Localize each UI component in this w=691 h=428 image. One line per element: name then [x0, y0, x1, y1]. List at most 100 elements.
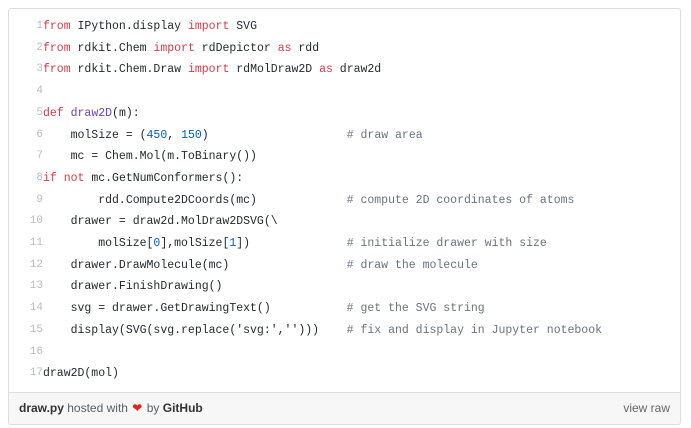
gist-footer: draw.py hosted with ❤ by GitHub view raw: [9, 391, 680, 424]
code-line: 14 svg = drawer.GetDrawingText() # get t…: [9, 298, 680, 320]
code-token: mc.GetNumConformers():: [84, 171, 244, 185]
code-comment: # compute 2D coordinates of atoms: [346, 193, 575, 207]
comment-spacer: [229, 259, 346, 272]
code-token: SVG: [229, 20, 257, 33]
line-number: 3: [36, 63, 43, 76]
code-line: 16: [9, 342, 680, 364]
github-link[interactable]: GitHub: [162, 401, 203, 416]
code-token: drawer.FinishDrawing(): [43, 280, 223, 294]
code-token: ,: [167, 128, 182, 142]
line-number: 13: [29, 280, 43, 293]
code-line: 10 drawer = draw2d.MolDraw2DSVG(\: [9, 211, 680, 233]
line-content[interactable]: molSize[0],molSize[1]) # initialize draw…: [43, 233, 680, 255]
line-number: 1: [36, 20, 43, 32]
code-token: import: [153, 41, 195, 55]
code-token: if: [43, 171, 57, 185]
line-content[interactable]: if not mc.GetNumConformers():: [43, 168, 680, 190]
line-content[interactable]: mc = Chem.Mol(m.ToBinary()): [43, 146, 680, 168]
line-content[interactable]: draw2D(mol): [43, 363, 680, 385]
code-token: molSize[: [43, 237, 154, 251]
hosted-with-label: hosted with: [67, 401, 128, 416]
line-content[interactable]: display(SVG(svg.replace('svg:',''))) # f…: [43, 320, 680, 342]
code-token: rdd.Compute2DCoords(mc): [43, 193, 257, 207]
view-raw-link[interactable]: view raw: [623, 401, 670, 416]
code-token: def: [43, 106, 64, 120]
code-token: not: [63, 171, 85, 185]
line-content[interactable]: rdd.Compute2DCoords(mc) # compute 2D coo…: [43, 190, 680, 212]
code-token: (m):: [112, 106, 140, 120]
line-number: 7: [36, 150, 43, 163]
code-token: rdkit.Chem.Draw: [70, 63, 188, 77]
code-comment: # draw area: [346, 128, 423, 142]
line-number: 4: [36, 85, 43, 98]
code-token: from: [43, 63, 71, 77]
code-token: drawer.DrawMolecule(mc): [43, 258, 230, 272]
code-token: draw2D: [70, 106, 113, 120]
code-line: 4: [9, 81, 680, 103]
code-token: 150: [181, 128, 202, 142]
line-number: 11: [29, 237, 43, 250]
code-token: molSize = (: [43, 128, 147, 142]
code-token: rdd: [291, 41, 320, 55]
code-token: rdMolDraw2D: [229, 63, 320, 77]
line-content[interactable]: from IPython.display import SVG: [43, 16, 680, 38]
line-content[interactable]: [43, 342, 680, 364]
line-number: 9: [36, 193, 43, 206]
code-token: draw2d: [332, 63, 382, 77]
code-line: 11 molSize[0],molSize[1]) # initialize d…: [9, 233, 680, 255]
comment-spacer: [257, 194, 347, 207]
gist-file-link[interactable]: draw.py: [19, 401, 64, 416]
line-number: 6: [36, 128, 43, 141]
line-content[interactable]: drawer = draw2d.MolDraw2DSVG(\: [43, 211, 680, 233]
code-token: drawer = draw2d.MolDraw2DSVG(\: [43, 215, 278, 229]
line-number: 14: [29, 302, 43, 315]
code-comment: # get the SVG string: [346, 302, 485, 316]
line-number: 17: [29, 367, 43, 380]
line-content[interactable]: molSize = (450, 150) # draw area: [43, 125, 680, 147]
code-token: import: [187, 20, 230, 33]
code-token: from: [43, 41, 71, 55]
comment-spacer: [271, 302, 347, 315]
code-token: draw2D(mol): [43, 367, 119, 381]
line-content[interactable]: svg = drawer.GetDrawingText() # get the …: [43, 298, 680, 320]
gist-footer-attribution: draw.py hosted with ❤ by GitHub: [19, 392, 203, 424]
code-line: 13 drawer.FinishDrawing(): [9, 276, 680, 298]
code-token: mc = Chem.Mol(m.ToBinary()): [43, 150, 257, 164]
code-line: 12 drawer.DrawMolecule(mc) # draw the mo…: [9, 255, 680, 277]
gist-footer-actions: view raw: [623, 392, 670, 424]
by-label: by: [146, 401, 160, 416]
code-token: import: [187, 63, 230, 77]
code-line: 15 display(SVG(svg.replace('svg:',''))) …: [9, 320, 680, 342]
code-token: rdkit.Chem: [70, 41, 154, 55]
code-comment: # fix and display in Jupyter notebook: [346, 323, 602, 337]
code-token: IPython.display: [70, 20, 188, 33]
code-line: 9 rdd.Compute2DCoords(mc) # compute 2D c…: [9, 190, 680, 212]
code-token: [64, 107, 71, 120]
line-number: 2: [36, 41, 43, 54]
line-content[interactable]: from rdkit.Chem import rdDepictor as rdd: [43, 38, 680, 60]
line-content[interactable]: drawer.FinishDrawing(): [43, 276, 680, 298]
code-token: from: [43, 20, 71, 33]
line-content[interactable]: [43, 81, 680, 103]
code-token: 1: [229, 237, 237, 251]
line-content[interactable]: drawer.DrawMolecule(mc) # draw the molec…: [43, 255, 680, 277]
code-token: svg = drawer.GetDrawingText(): [43, 302, 271, 316]
code-token: ): [201, 128, 209, 142]
code-token: as: [277, 41, 292, 55]
line-content[interactable]: from rdkit.Chem.Draw import rdMolDraw2D …: [43, 59, 680, 81]
code-token: 450: [146, 128, 168, 142]
code-token: 0: [153, 237, 161, 251]
code-token: ],molSize[: [160, 237, 230, 251]
code-line: 6 molSize = (450, 150) # draw area: [9, 125, 680, 147]
code-token: [57, 172, 64, 185]
heart-icon: ❤: [132, 401, 143, 416]
code-token: rdDepictor: [194, 41, 278, 55]
line-content[interactable]: def draw2D(m):: [43, 103, 680, 125]
line-number: 8: [36, 171, 43, 184]
